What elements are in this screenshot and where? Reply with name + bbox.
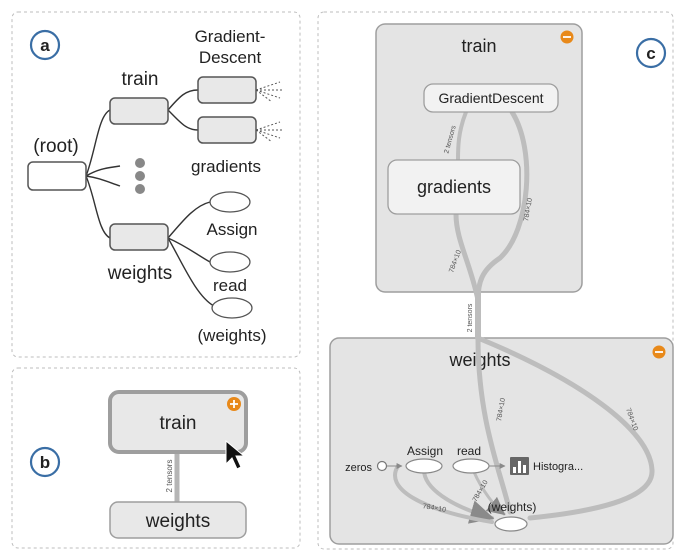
gradient-descent-node-a[interactable] [197,76,257,104]
panel-a-frame [11,11,301,358]
weights-label-b: weights [145,511,210,532]
weights-leaf-node-a[interactable] [211,297,253,319]
panel-b-badge-letter: b [40,453,50,472]
weights-node-a[interactable] [109,223,169,251]
assign-label-c: Assign [407,444,443,458]
gradients-node-a[interactable] [197,116,257,144]
zeros-node-c[interactable] [376,460,388,472]
gradients-node-c[interactable] [387,159,521,215]
edge-784x10-c: 784×10 [422,503,447,514]
histogram-label-c: Histogra... [533,461,583,473]
weights-leaf-label-c: (weights) [488,500,537,514]
ellipsis-dot-2 [135,171,145,181]
root-node[interactable] [27,161,87,191]
panel-c-badge [635,37,667,69]
edge-784x10-right: 784×10 [523,197,534,222]
assign-label-a: Assign [206,220,257,239]
panel-c-edges [393,109,655,524]
panel-a-edges [85,89,215,307]
histogram-icon[interactable] [510,457,529,475]
gradient-descent-label-a-line2: Descent [199,48,262,67]
minus-circle-icon-weights[interactable] [652,345,666,359]
train-title-c: train [461,36,496,56]
gradient-descent-node-c[interactable] [423,83,559,113]
weights-group-c[interactable] [329,337,674,545]
panel-b-badge [29,446,61,478]
gradient-descent-label-c: GradientDescent [438,90,543,106]
read-node-c[interactable] [452,458,490,474]
train-label-a: train [122,69,159,90]
panel-b-frame [11,367,301,549]
panel-a-badge-letter: a [40,36,50,55]
edge-784x10-a: 784×10 [496,397,507,422]
train-node-b[interactable] [108,390,248,454]
weights-leaf-node-c[interactable] [494,516,528,532]
panel-a-badge [29,29,61,61]
zeros-label-c: zeros [345,462,372,474]
panel-b: b 2 tensors train weights [11,367,301,549]
assign-node-c[interactable] [405,458,443,474]
train-node-a[interactable] [109,97,169,125]
ellipsis-dot-1 [135,158,145,168]
train-label-b: train [160,413,197,434]
panel-c-frame [317,11,674,550]
edge-2tensors-mid: 2 tensors [467,303,474,332]
read-label-c: read [457,444,481,458]
panel-c: c train weights 2 tensors 784 [317,11,674,550]
gradient-descent-label-a-line1: Gradient- [195,27,266,46]
gradients-label-a: gradients [191,157,261,176]
read-label-a: read [213,276,247,295]
read-node-a[interactable] [209,251,251,273]
minus-circle-icon[interactable] [560,30,574,44]
weights-label-a: weights [107,263,172,284]
assign-node-a[interactable] [209,191,251,213]
root-label: (root) [33,136,78,157]
weights-node-b[interactable] [109,501,247,539]
panel-b-edge-label: 2 tensors [165,460,174,493]
panel-c-badge-letter: c [646,44,655,63]
gradients-label-c: gradients [417,177,491,197]
mouse-cursor-icon [225,439,246,470]
plus-circle-icon[interactable] [227,397,241,411]
panel-a-dashed-fanout [255,81,282,143]
weights-leaf-label-a: (weights) [198,326,267,345]
panel-a: a (root) train weights Gradient- Descent [11,11,301,358]
ellipsis-dot-3 [135,184,145,194]
train-group-c[interactable] [375,23,583,293]
